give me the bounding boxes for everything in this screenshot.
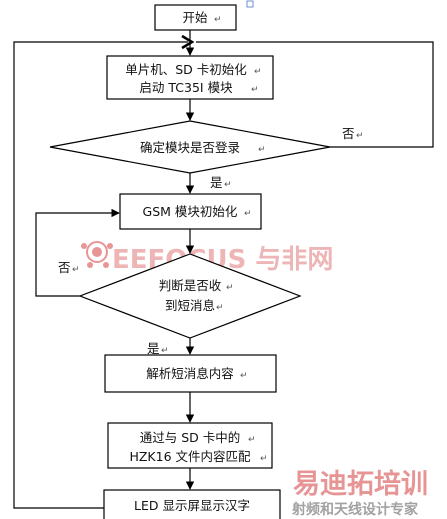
edge-login-no bbox=[196, 41, 434, 148]
svg-text:↵: ↵ bbox=[224, 180, 232, 190]
watermark-corner-subtitle: 射频和天线设计专家 bbox=[291, 501, 419, 518]
edge-sms-no-label: 否 bbox=[58, 260, 71, 275]
svg-text:↵: ↵ bbox=[248, 435, 256, 445]
edge-sms-no bbox=[35, 208, 120, 297]
svg-text:↵: ↵ bbox=[260, 454, 268, 464]
init-label-1: 单片机、SD 卡初始化 bbox=[125, 62, 247, 77]
svg-text:↵: ↵ bbox=[356, 131, 364, 141]
svg-text:↵: ↵ bbox=[72, 265, 80, 275]
watermark-corner-title: 易迪拓培训 bbox=[293, 469, 428, 500]
edge-login-yes-label: 是 bbox=[210, 175, 223, 190]
eefocus-logo-icon bbox=[81, 241, 113, 268]
init-label-2: 启动 TC35I 模块 bbox=[139, 80, 233, 95]
svg-text:↵: ↵ bbox=[214, 15, 222, 25]
svg-text:↵: ↵ bbox=[244, 209, 252, 219]
display-label: LED 显示屏显示汉字 bbox=[134, 498, 250, 513]
svg-text:↵: ↵ bbox=[258, 145, 266, 155]
display-node bbox=[103, 489, 281, 519]
return-marks: ↵ ↵ ↵ ↵ ↵ ↵ ↵ ↵ ↵ ↵ ↵ ↵ ↵ ↵ bbox=[72, 15, 364, 464]
watermark-corner: 易迪拓培训 射频和天线设计专家 bbox=[291, 469, 428, 518]
match-node bbox=[107, 422, 273, 469]
edge-loop-back bbox=[13, 41, 188, 509]
decision-login-label: 确定模块是否登录 bbox=[140, 140, 240, 155]
svg-text:↵: ↵ bbox=[161, 346, 169, 356]
edge-sms-yes-label: 是 bbox=[147, 341, 160, 356]
anchor-handle[interactable] bbox=[246, 0, 254, 8]
parse-node bbox=[104, 354, 277, 393]
decision-sms-label-1: 判断是否收 bbox=[159, 278, 222, 293]
loop-merge-icon bbox=[181, 34, 195, 50]
start-node bbox=[154, 4, 237, 31]
init-node bbox=[106, 55, 274, 100]
match-label-2: HZK16 文件内容匹配 bbox=[129, 449, 251, 464]
svg-text:↵: ↵ bbox=[216, 303, 224, 313]
edge-login-no-label: 否 bbox=[342, 126, 355, 141]
svg-text:↵: ↵ bbox=[254, 67, 262, 77]
svg-text:↵: ↵ bbox=[251, 85, 259, 95]
match-label-1: 通过与 SD 卡中的 bbox=[140, 430, 241, 445]
parse-label: 解析短消息内容 bbox=[146, 366, 234, 381]
gsm-init-label: GSM 模块初始化 bbox=[143, 204, 238, 219]
gsm-init-node bbox=[119, 193, 262, 230]
svg-text:↵: ↵ bbox=[226, 283, 234, 293]
decision-sms-label-2: 到短消息 bbox=[165, 298, 215, 313]
start-label: 开始 bbox=[182, 10, 208, 25]
svg-text:↵: ↵ bbox=[240, 371, 248, 381]
